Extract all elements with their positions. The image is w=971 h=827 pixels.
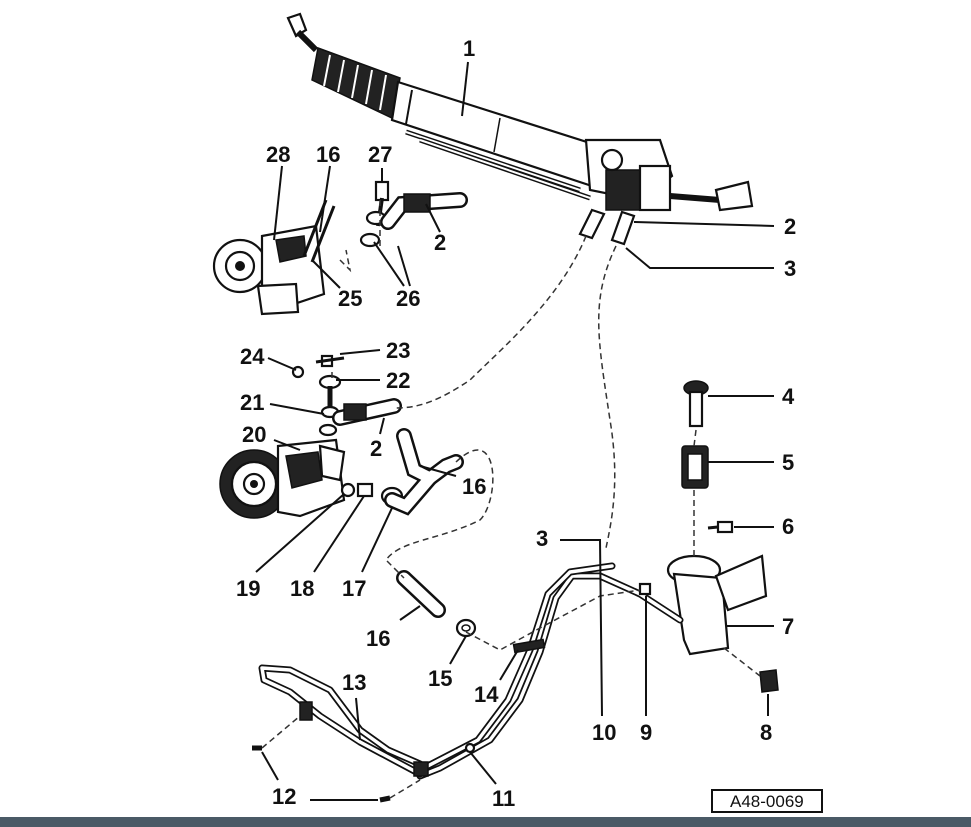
label-14: 14 [474, 682, 499, 707]
label-22: 22 [386, 368, 410, 393]
label-28: 28 [266, 142, 290, 167]
label-17: 17 [342, 576, 366, 601]
label-13: 13 [342, 670, 366, 695]
bottom-edge-bar [0, 817, 971, 827]
label-4: 4 [782, 384, 795, 409]
label-3-rack: 3 [784, 256, 796, 281]
pump-assembly-upper [212, 199, 336, 316]
label-27: 27 [368, 142, 392, 167]
part-labels: 1 2 3 28 16 27 2 25 26 24 23 22 21 20 2 … [236, 36, 796, 811]
label-2-upper: 2 [434, 230, 446, 255]
label-7: 7 [782, 614, 794, 639]
label-6: 6 [782, 514, 794, 539]
label-21: 21 [240, 390, 264, 415]
connection-paths [261, 200, 761, 799]
label-19: 19 [236, 576, 260, 601]
label-5: 5 [782, 450, 794, 475]
label-2-pump: 2 [370, 436, 382, 461]
label-1: 1 [463, 36, 475, 61]
label-9: 9 [640, 720, 652, 745]
label-3-pipe: 3 [536, 526, 548, 551]
label-20: 20 [242, 422, 266, 447]
label-2-rack: 2 [784, 214, 796, 239]
label-16-mid: 16 [462, 474, 486, 499]
label-25: 25 [338, 286, 362, 311]
label-16-lower: 16 [366, 626, 390, 651]
leader-lines [255, 61, 775, 801]
reference-code: A48-0069 [730, 792, 804, 811]
label-10: 10 [592, 720, 616, 745]
return-hose-lower [396, 570, 477, 638]
label-24: 24 [240, 344, 265, 369]
label-16-upper: 16 [316, 142, 340, 167]
label-11: 11 [492, 786, 515, 811]
label-23: 23 [386, 338, 410, 363]
label-26: 26 [396, 286, 420, 311]
label-18: 18 [290, 576, 314, 601]
fluid-reservoir [666, 380, 779, 693]
label-8: 8 [760, 720, 772, 745]
return-pipes [252, 562, 684, 803]
label-12: 12 [272, 784, 296, 809]
power-steering-pump [219, 438, 346, 519]
steering-rack [286, 12, 754, 246]
pump-fittings [291, 354, 464, 516]
label-15: 15 [428, 666, 452, 691]
reference-code-box: A48-0069 [711, 789, 823, 813]
